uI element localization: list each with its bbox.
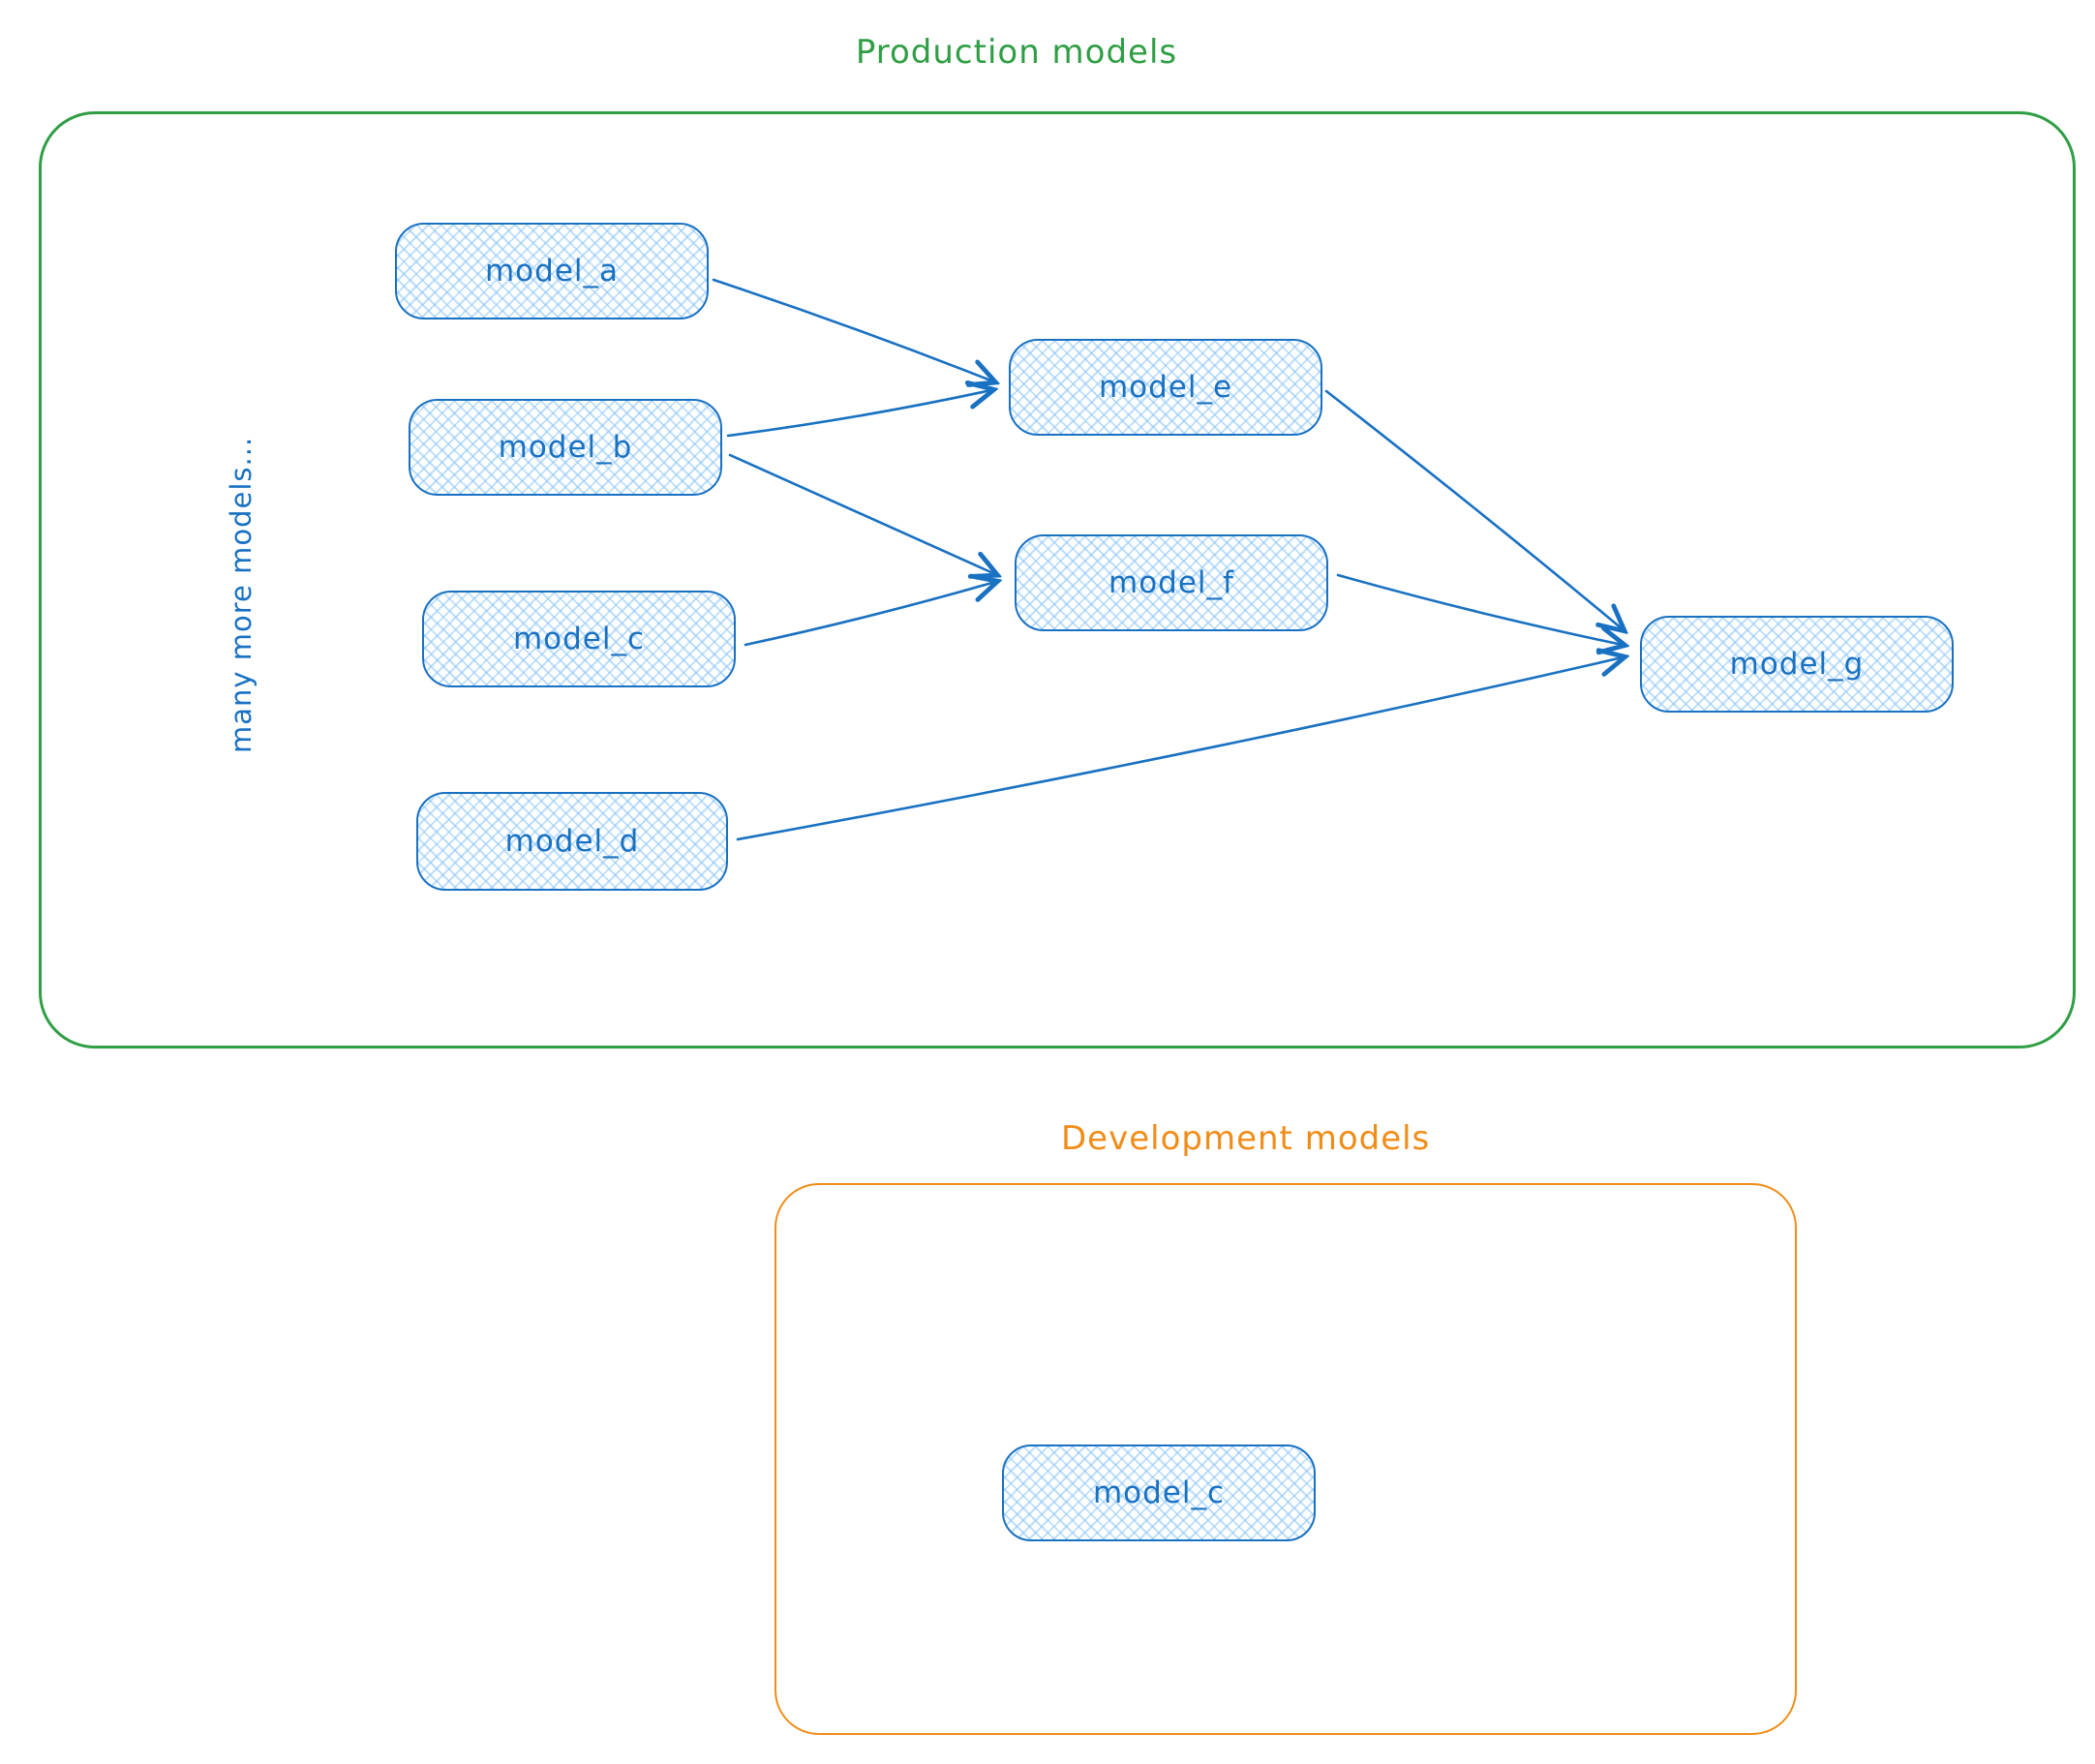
- development-group-title: Development models: [1061, 1119, 1431, 1158]
- development-group-frame: [774, 1183, 1797, 1735]
- node-model_g: model_g: [1640, 616, 1954, 713]
- node-development-model_c-label: model_c: [1092, 1475, 1226, 1510]
- node-model_g-label: model_g: [1729, 647, 1865, 682]
- node-model_d: model_d: [416, 792, 728, 891]
- node-model_a-label: model_a: [484, 254, 620, 289]
- many-more-models-note: many more models...: [225, 436, 258, 753]
- node-model_d-label: model_d: [504, 824, 640, 859]
- node-model_a: model_a: [395, 223, 709, 319]
- node-model_e: model_e: [1009, 339, 1322, 436]
- node-model_b: model_b: [409, 399, 722, 496]
- production-group-title: Production models: [855, 33, 1178, 72]
- node-model_f-label: model_f: [1108, 565, 1234, 600]
- node-model_f: model_f: [1015, 534, 1328, 631]
- node-development-model_c: model_c: [1002, 1445, 1316, 1541]
- node-model_e-label: model_e: [1098, 370, 1233, 405]
- node-model_c: model_c: [422, 591, 736, 687]
- production-group-frame: [39, 111, 2076, 1049]
- node-model_c-label: model_c: [512, 622, 646, 656]
- node-model_b-label: model_b: [498, 430, 633, 465]
